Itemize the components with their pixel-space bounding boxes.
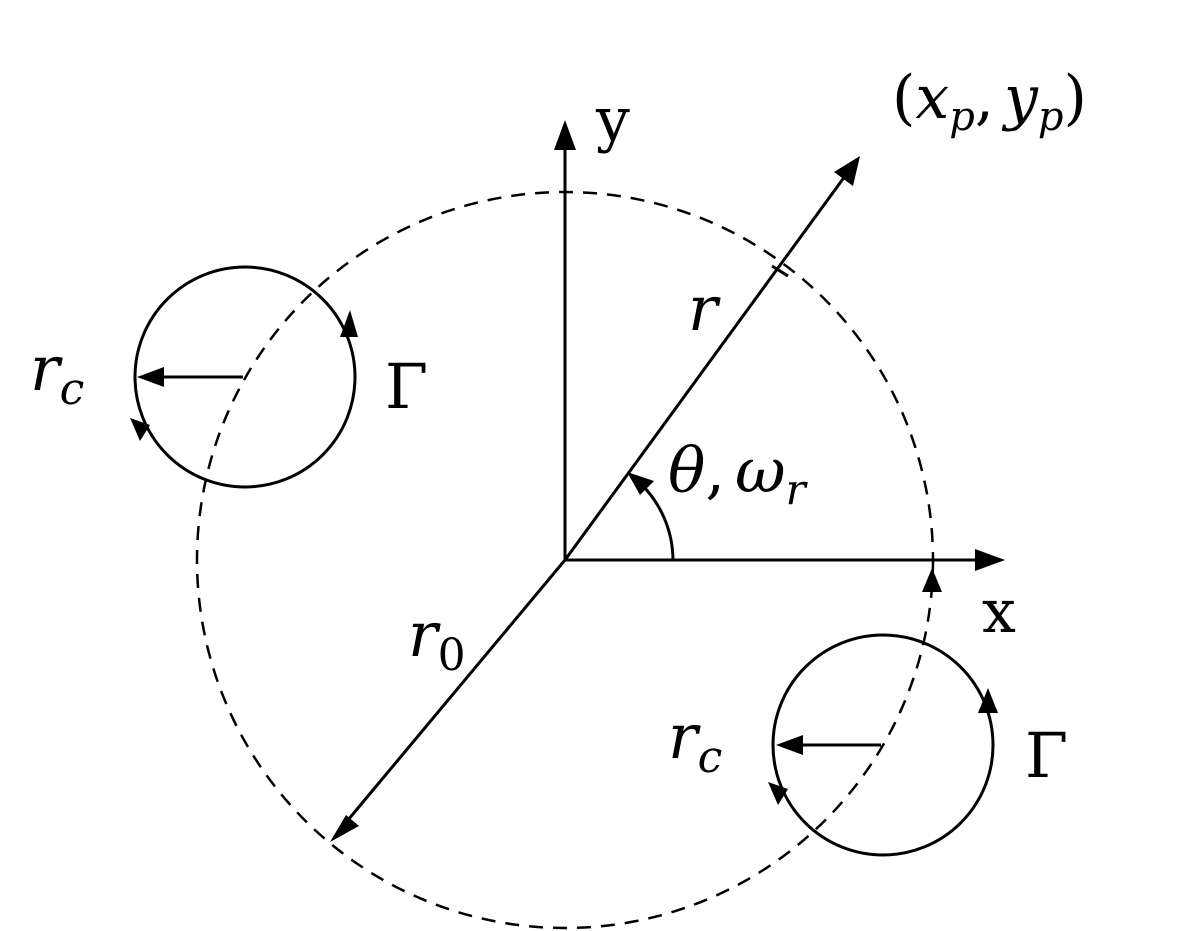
left-vortex-radius-arrowhead [137, 367, 164, 387]
right-rc-label: rc [668, 700, 722, 783]
point-label: (xp,yp) [892, 63, 1087, 140]
radial-line-arrowhead [834, 156, 860, 186]
angle-arc [638, 481, 675, 561]
left-vortex-circulation-arrow-bottom [130, 418, 150, 441]
angle-arc-arrowhead [627, 472, 654, 495]
radial-line-tick [771, 264, 789, 278]
right-vortex-circle [771, 633, 995, 857]
orbit-direction-arrowhead [922, 568, 942, 592]
left-gamma-label: Γ [385, 350, 428, 423]
left-vortex-circle [133, 265, 357, 489]
left-rc-label: rc [30, 332, 84, 415]
radius-r0-arrowhead [330, 815, 359, 842]
radial-line-r [563, 171, 850, 561]
y-axis-label: y [595, 85, 630, 155]
right-vortex-circulation-arrow-top [978, 688, 998, 713]
radius-r0-line [341, 559, 567, 827]
left-vortex-circulation-arrow-top [340, 310, 358, 337]
x-axis-arrowhead [975, 549, 1005, 571]
right-gamma-label: Γ [1025, 719, 1068, 792]
x-axis-label: x [982, 577, 1016, 647]
r0-label: r0 [408, 598, 466, 681]
right-vortex-radius-arrowhead [776, 735, 803, 755]
r-label: r [688, 272, 721, 345]
right-vortex-circulation-arrow-bottom [768, 782, 788, 805]
y-axis-arrowhead [554, 120, 576, 150]
theta-omega-label: θ,ωr [668, 434, 809, 514]
